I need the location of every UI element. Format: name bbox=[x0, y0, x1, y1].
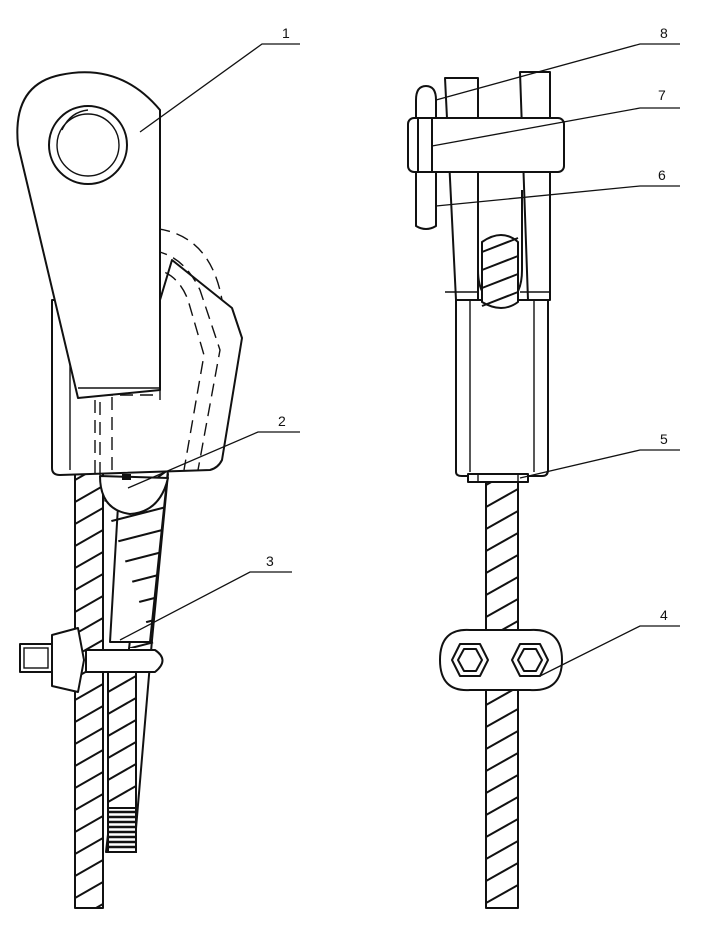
rope-strand-line bbox=[486, 598, 518, 618]
rope-strand-line bbox=[486, 774, 518, 794]
rope-strand-line bbox=[486, 730, 518, 750]
callout-1: 1 bbox=[139, 25, 300, 133]
svg-text:1: 1 bbox=[282, 25, 290, 41]
rope-strand-line bbox=[486, 554, 518, 574]
callout-2: 2 bbox=[127, 413, 300, 489]
svg-text:7: 7 bbox=[658, 87, 666, 103]
svg-text:4: 4 bbox=[660, 607, 668, 623]
callout-6: 6 bbox=[435, 167, 680, 207]
cotter-pin bbox=[415, 85, 437, 230]
callout-4: 4 bbox=[539, 607, 680, 677]
rope-strand-line bbox=[75, 881, 103, 899]
rope-strand-line bbox=[486, 510, 518, 530]
rope-strand-line bbox=[107, 763, 137, 781]
wedge-lobe bbox=[99, 474, 169, 515]
rope-strand-line bbox=[486, 818, 518, 838]
rope-strand-line bbox=[75, 705, 103, 723]
rope-main bbox=[74, 469, 104, 909]
svg-text:6: 6 bbox=[658, 167, 666, 183]
rope-strand-line bbox=[75, 683, 103, 701]
rope-strand-line bbox=[107, 675, 137, 693]
callout-7: 7 bbox=[431, 87, 680, 147]
right-view: 8 7 6 5 4 bbox=[407, 25, 680, 909]
rope-strand-line bbox=[486, 488, 518, 508]
rope-strand-line bbox=[486, 576, 518, 596]
rope-strand-line bbox=[75, 749, 103, 767]
svg-text:5: 5 bbox=[660, 431, 668, 447]
rope-strand-line bbox=[107, 785, 137, 803]
rope-strand-line bbox=[75, 617, 103, 635]
rope-strand-line bbox=[486, 752, 518, 772]
rope-clip-right bbox=[439, 628, 563, 692]
rope-strand-line bbox=[486, 708, 518, 728]
rope-strand-line bbox=[75, 529, 103, 547]
rope-strand-line bbox=[107, 719, 137, 737]
rope-strand-line bbox=[75, 771, 103, 789]
rope-strand-line bbox=[75, 793, 103, 811]
eye-plate bbox=[16, 71, 161, 399]
ferrule bbox=[467, 473, 529, 483]
callout-5: 5 bbox=[519, 431, 680, 479]
rope-strand-line bbox=[75, 573, 103, 591]
rope-strand-line bbox=[481, 255, 519, 271]
rope-strand-line bbox=[486, 532, 518, 552]
rope-clip-left bbox=[19, 627, 164, 693]
callout-8: 8 bbox=[435, 25, 680, 101]
rope-strand-line bbox=[481, 273, 519, 289]
rope-strand-line bbox=[75, 727, 103, 745]
rope-strand-line bbox=[100, 505, 168, 525]
svg-text:3: 3 bbox=[266, 553, 274, 569]
rope-strand-line bbox=[75, 485, 103, 503]
rope-strand-line bbox=[486, 840, 518, 860]
left-view: 1 2 3 bbox=[16, 25, 300, 909]
rope-strand-line bbox=[486, 884, 518, 904]
rope-strand-line bbox=[75, 551, 103, 569]
rope-strand-line bbox=[75, 859, 103, 877]
rope-strand-line bbox=[75, 815, 103, 833]
rope-end-seizing bbox=[107, 807, 137, 853]
rope-strand-line bbox=[486, 796, 518, 816]
rope-strand-line bbox=[486, 862, 518, 882]
rope-strand-line bbox=[75, 595, 103, 613]
rope-strand-line bbox=[107, 741, 137, 759]
rope-strand-line bbox=[75, 507, 103, 525]
svg-text:2: 2 bbox=[278, 413, 286, 429]
rope-strand-line bbox=[93, 903, 103, 908]
callout-3: 3 bbox=[119, 553, 292, 641]
rope-strand-line bbox=[481, 237, 519, 253]
rope-right bbox=[485, 474, 519, 909]
rope-strand-line bbox=[75, 837, 103, 855]
svg-text:8: 8 bbox=[660, 25, 668, 41]
rope-strand-line bbox=[107, 697, 137, 715]
rope-strand-line bbox=[481, 291, 519, 307]
